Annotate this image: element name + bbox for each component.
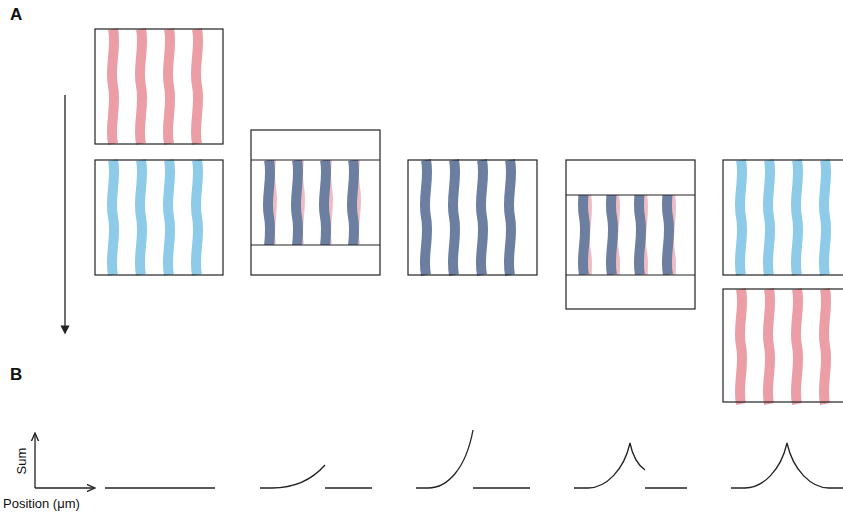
sum-curves [105, 430, 843, 488]
panel-letter: A [10, 6, 22, 25]
panel-full-overlap [408, 160, 537, 275]
panel-separate [95, 29, 223, 275]
axis-label: Sum [15, 448, 29, 475]
panel-separated-again [723, 160, 843, 404]
panel-letter: B [10, 366, 22, 385]
time-arrow [64, 95, 65, 330]
axis-label: Position (μm) [3, 497, 80, 511]
panel-partial-overlap [251, 130, 380, 275]
axes [35, 434, 94, 488]
panel-partial-overlap-2 [566, 160, 695, 310]
